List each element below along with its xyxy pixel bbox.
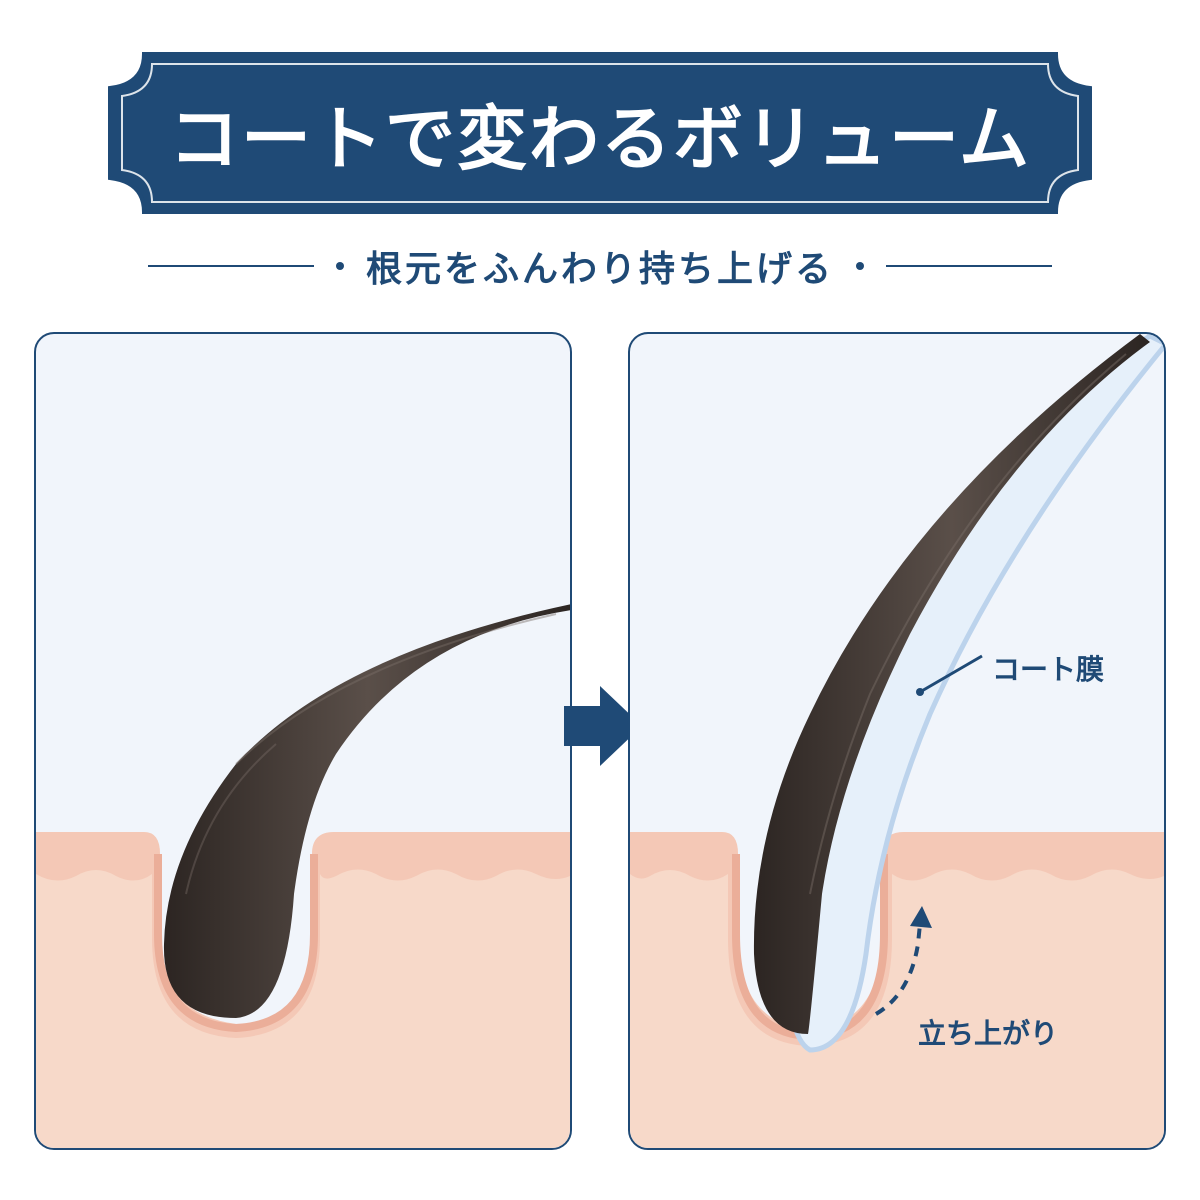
before-panel <box>34 332 572 1150</box>
lift-label: 立ち上がり <box>918 1017 1059 1050</box>
before-illustration <box>36 604 570 1148</box>
hair-strand <box>163 604 570 1018</box>
subtitle: 根元をふんわり持ち上げる <box>366 249 835 290</box>
subtitle-right-line <box>886 265 1053 267</box>
after-panel <box>628 332 1166 1150</box>
coat-film-label: コート膜 <box>992 653 1105 686</box>
subtitle-row: 根元をふんわり持ち上げる <box>148 240 1053 292</box>
subtitle-left-dot <box>336 262 344 270</box>
after-illustration <box>630 334 1164 1148</box>
lift-arrow-path <box>874 923 922 1016</box>
follicle-outline <box>154 854 318 1033</box>
banner-frame <box>108 52 1092 214</box>
subtitle-left-line <box>148 265 314 267</box>
coat-leader-line <box>919 654 983 694</box>
subtitle-right-dot <box>856 262 865 270</box>
page-title: コートで変わるボリューム <box>169 97 1031 180</box>
skin-surface <box>630 832 1164 1148</box>
hair-strand <box>753 334 1150 1034</box>
title-banner: コートで変わるボリューム <box>104 48 1096 218</box>
arrow-right-icon <box>564 686 642 766</box>
